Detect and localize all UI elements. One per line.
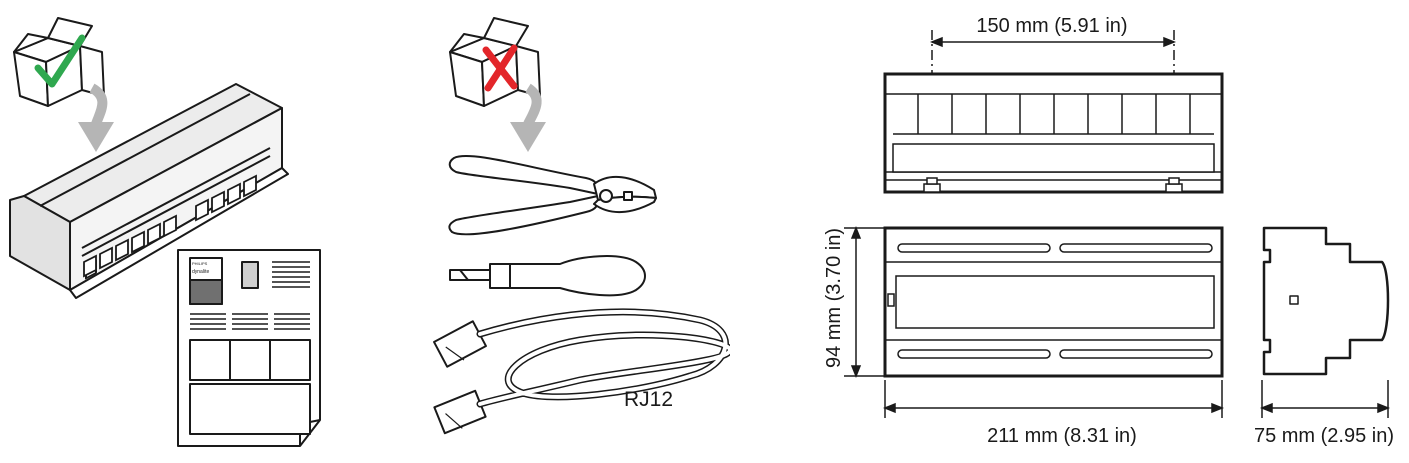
- depth-label: 75 mm (2.95 in): [1254, 425, 1394, 447]
- rj12-cable-icon: [433, 308, 730, 435]
- height-label: 94 mm (3.70 in): [823, 228, 845, 368]
- mounting-spacing-label: 150 mm (5.91 in): [976, 15, 1127, 37]
- device-front-view: [883, 226, 1224, 378]
- sheet-logo: dynalite: [192, 269, 209, 275]
- pliers-icon: [448, 155, 657, 236]
- depth-dimension: [1259, 380, 1391, 418]
- cable-label: RJ12: [624, 388, 673, 411]
- height-dimension: [844, 225, 884, 379]
- sheet-text-lines: [190, 261, 310, 330]
- down-arrow-icon: [78, 83, 114, 152]
- width-label: 211 mm (8.31 in): [987, 425, 1137, 447]
- instruction-sheet: [177, 249, 321, 447]
- cross-mark-icon: [482, 44, 518, 92]
- dimension-drawing: 150 mm (5.91 in): [823, 15, 1394, 447]
- terminal-row: [83, 174, 257, 278]
- down-arrow-icon: [510, 83, 546, 152]
- screwdriver-icon: [449, 255, 646, 297]
- device-side-view: [1262, 226, 1390, 376]
- unboxing-ok-panel: PHILIPS dynalite: [0, 0, 340, 463]
- device-top-view: [883, 72, 1224, 194]
- unboxing-ok-illustration: PHILIPS dynalite: [9, 17, 321, 447]
- dimensions-panel: 150 mm (5.91 in): [800, 0, 1409, 463]
- open-box-icon: [13, 17, 105, 107]
- not-included-illustration: RJ12: [433, 17, 730, 435]
- not-included-panel: RJ12: [410, 0, 730, 463]
- sheet-brand: PHILIPS: [192, 261, 208, 266]
- check-mark-icon: [34, 34, 86, 88]
- width-dimension: [882, 380, 1225, 418]
